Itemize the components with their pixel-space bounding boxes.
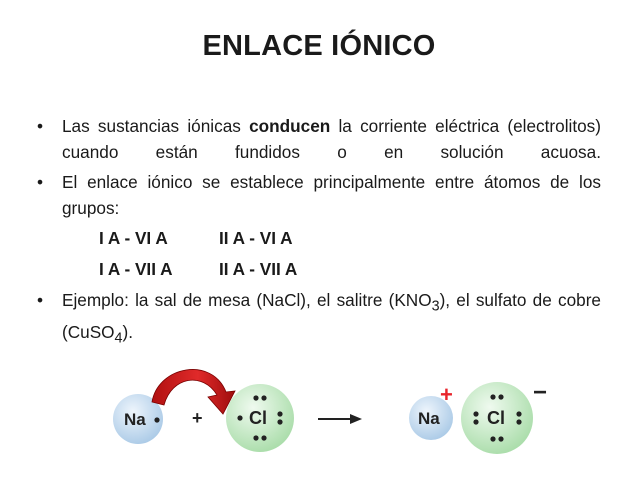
group-pair: I A - VII A [99, 259, 173, 280]
slide-title: ENLACE IÓNICO [202, 30, 436, 62]
bullet-1-text-b: la corriente eléctrica (electrolitos) cu… [62, 116, 601, 162]
bullet-marker: • [37, 172, 44, 192]
ionic-bond-diagram: Na + Cl Na + Cl − [113, 369, 547, 454]
reaction-arrowhead [350, 414, 362, 424]
bullet-marker: • [37, 290, 44, 310]
bullet-conduction: • Las sustancias iónicas conducen la cor… [37, 114, 601, 165]
chlorine-atom [226, 384, 294, 452]
example-text-1: Ejemplo: la sal de mesa (NaCl), el salit… [62, 290, 432, 310]
slide-body: • Las sustancias iónicas conducen la cor… [37, 114, 601, 357]
sodium-valence-electron [154, 417, 160, 423]
bullet-1-text-a: Las sustancias iónicas [62, 116, 250, 136]
bullet-marker: • [37, 116, 44, 136]
group-pairs: I A - VI A II A - VI A I A - VII A II A … [99, 226, 601, 283]
chloride-ion-symbol: Cl [487, 408, 505, 428]
chloride-ion [461, 382, 533, 454]
example-sub-1: 3 [431, 298, 440, 315]
chlorine-electrons [237, 395, 283, 441]
group-row: I A - VI A II A - VI A [99, 226, 601, 252]
bullet-example: • Ejemplo: la sal de mesa (NaCl), el sal… [37, 288, 601, 352]
group-pair: II A - VII A [219, 259, 298, 280]
electron-transfer-arrow [151, 369, 236, 415]
bullet-2-text: El enlace iónico se establece principalm… [62, 172, 601, 218]
negative-charge: − [533, 379, 547, 406]
group-pair: I A - VI A [99, 228, 168, 249]
example-text-3: ). [122, 321, 134, 342]
positive-charge: + [440, 382, 453, 407]
bullet-groups: • El enlace iónico se establece principa… [37, 170, 601, 221]
sodium-symbol: Na [124, 410, 146, 429]
sodium-ion-symbol: Na [418, 409, 440, 428]
chlorine-symbol: Cl [249, 408, 267, 428]
bullet-1-strong: conducen [249, 116, 331, 136]
chloride-electrons [473, 394, 522, 442]
example-text-2: ), el sulfato de cobre (CuSO [62, 290, 601, 342]
sodium-ion [409, 396, 453, 440]
group-pair: II A - VI A [219, 228, 293, 249]
sodium-atom [113, 394, 163, 444]
example-sub-2: 4 [114, 330, 123, 347]
group-row: I A - VII A II A - VII A [99, 257, 601, 283]
reaction-plus: + [192, 408, 203, 428]
